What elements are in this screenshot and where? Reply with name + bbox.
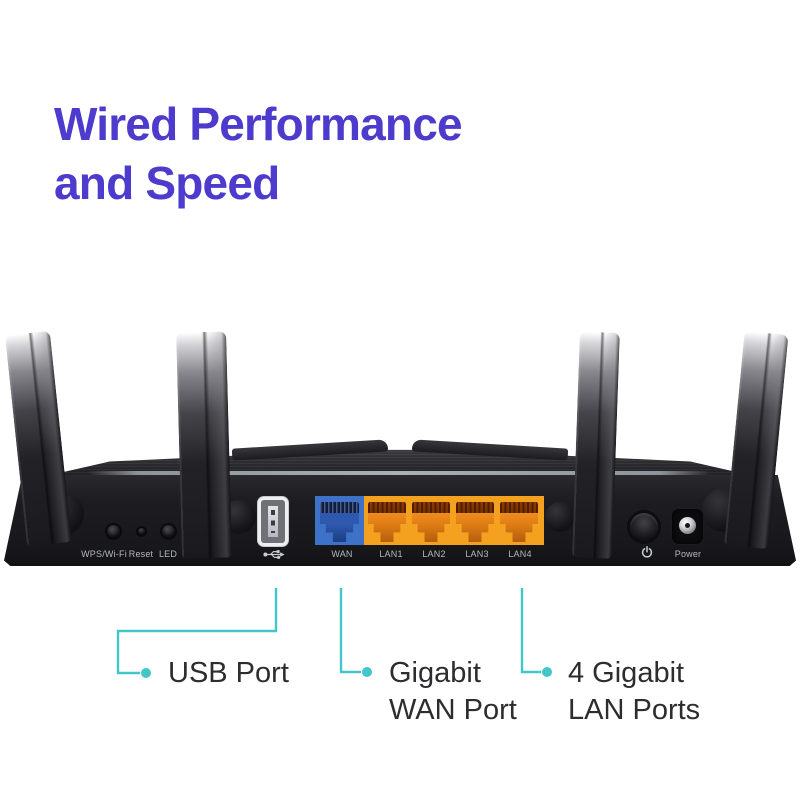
wps-wifi-button — [107, 525, 120, 538]
usb-port-tongue — [268, 506, 278, 537]
callout-dot-wan — [362, 667, 372, 677]
callout-lines — [116, 588, 552, 678]
reset-pinhole — [138, 528, 145, 535]
antenna-hinge-3 — [545, 502, 575, 532]
callout-line-wan — [339, 588, 361, 674]
power-label: Power — [674, 549, 702, 559]
power-jack-pin — [685, 523, 690, 528]
lan-port-label-3: LAN3 — [465, 549, 489, 559]
power-icon — [641, 546, 653, 558]
usb-port — [258, 497, 288, 546]
lan-port-label-1: LAN1 — [379, 549, 403, 559]
wan-port-label: WAN — [331, 549, 353, 559]
callout-line-lan — [520, 588, 541, 674]
headline-line-1: Wired Performance — [54, 97, 463, 150]
headline-title: Wired Performance and Speed — [54, 95, 463, 213]
power-button — [630, 513, 658, 541]
usb-icon — [263, 550, 285, 559]
wps-wifi-label: WPS/Wi-Fi — [81, 549, 127, 559]
callout-label-lan: 4 Gigabit LAN Ports — [568, 657, 701, 726]
power-jack — [672, 509, 703, 544]
callout-label-usb: USB Port — [168, 657, 289, 689]
callout-dot-usb — [141, 668, 151, 678]
callout-line-usb — [116, 588, 278, 675]
power-jack-barrel — [679, 517, 696, 534]
usb-port-cavity — [261, 500, 285, 543]
antenna-3 — [572, 331, 620, 559]
led-label: LED — [158, 549, 178, 559]
callout-label-wan: Gigabit WAN Port — [389, 657, 517, 726]
antenna-2 — [176, 331, 232, 559]
top-edge-highlight — [88, 471, 710, 475]
lan-port-label-4: LAN4 — [508, 549, 532, 559]
reset-label: Reset — [128, 549, 154, 559]
headline-line-2: and Speed — [54, 156, 280, 209]
callout-dot-lan — [542, 667, 552, 677]
lan-port-label-2: LAN2 — [422, 549, 446, 559]
led-button — [162, 525, 175, 538]
usb-port-pins — [271, 510, 275, 533]
